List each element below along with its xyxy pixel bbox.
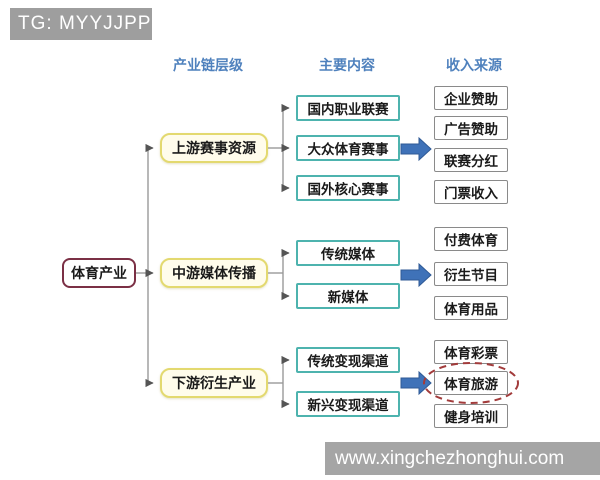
revenue-box-sports-lottery: 体育彩票 — [434, 340, 508, 364]
content-box-foreign-core-events: 国外核心赛事 — [296, 175, 400, 201]
root-node-sports-industry: 体育产业 — [62, 258, 136, 288]
content-box-traditional-media: 传统媒体 — [296, 240, 400, 266]
level-node-upstream: 上游赛事资源 — [160, 133, 268, 163]
content-box-new-media: 新媒体 — [296, 283, 400, 309]
level-node-downstream: 下游衍生产业 — [160, 368, 268, 398]
revenue-box-fitness-training: 健身培训 — [434, 404, 508, 428]
revenue-box-ticket-income: 门票收入 — [434, 180, 508, 204]
revenue-box-corporate-sponsorship: 企业赞助 — [434, 86, 508, 110]
column-header-main-content: 主要内容 — [319, 57, 375, 73]
revenue-box-sporting-goods: 体育用品 — [434, 296, 508, 320]
revenue-box-paid-sports: 付费体育 — [434, 227, 508, 251]
revenue-box-league-dividends: 联赛分红 — [434, 148, 508, 172]
revenue-box-derivative-programs: 衍生节目 — [434, 262, 508, 286]
block-arrow-3 — [400, 370, 432, 396]
block-arrow-1 — [400, 136, 432, 162]
content-box-emerging-channels: 新兴变现渠道 — [296, 391, 400, 417]
content-box-mass-sports-events: 大众体育赛事 — [296, 135, 400, 161]
revenue-box-ad-sponsorship: 广告赞助 — [434, 116, 508, 140]
level-node-midstream: 中游媒体传播 — [160, 258, 268, 288]
tg-watermark-badge: TG: MYYJJPP — [10, 8, 152, 40]
block-arrow-2 — [400, 262, 432, 288]
content-box-traditional-channels: 传统变现渠道 — [296, 347, 400, 373]
column-header-revenue-source: 收入来源 — [446, 57, 502, 73]
website-watermark: www.xingchezhonghui.com — [325, 442, 600, 475]
revenue-box-sports-tourism: 体育旅游 — [434, 371, 508, 395]
content-box-domestic-leagues: 国内职业联赛 — [296, 95, 400, 121]
column-header-chain-level: 产业链层级 — [173, 57, 243, 73]
